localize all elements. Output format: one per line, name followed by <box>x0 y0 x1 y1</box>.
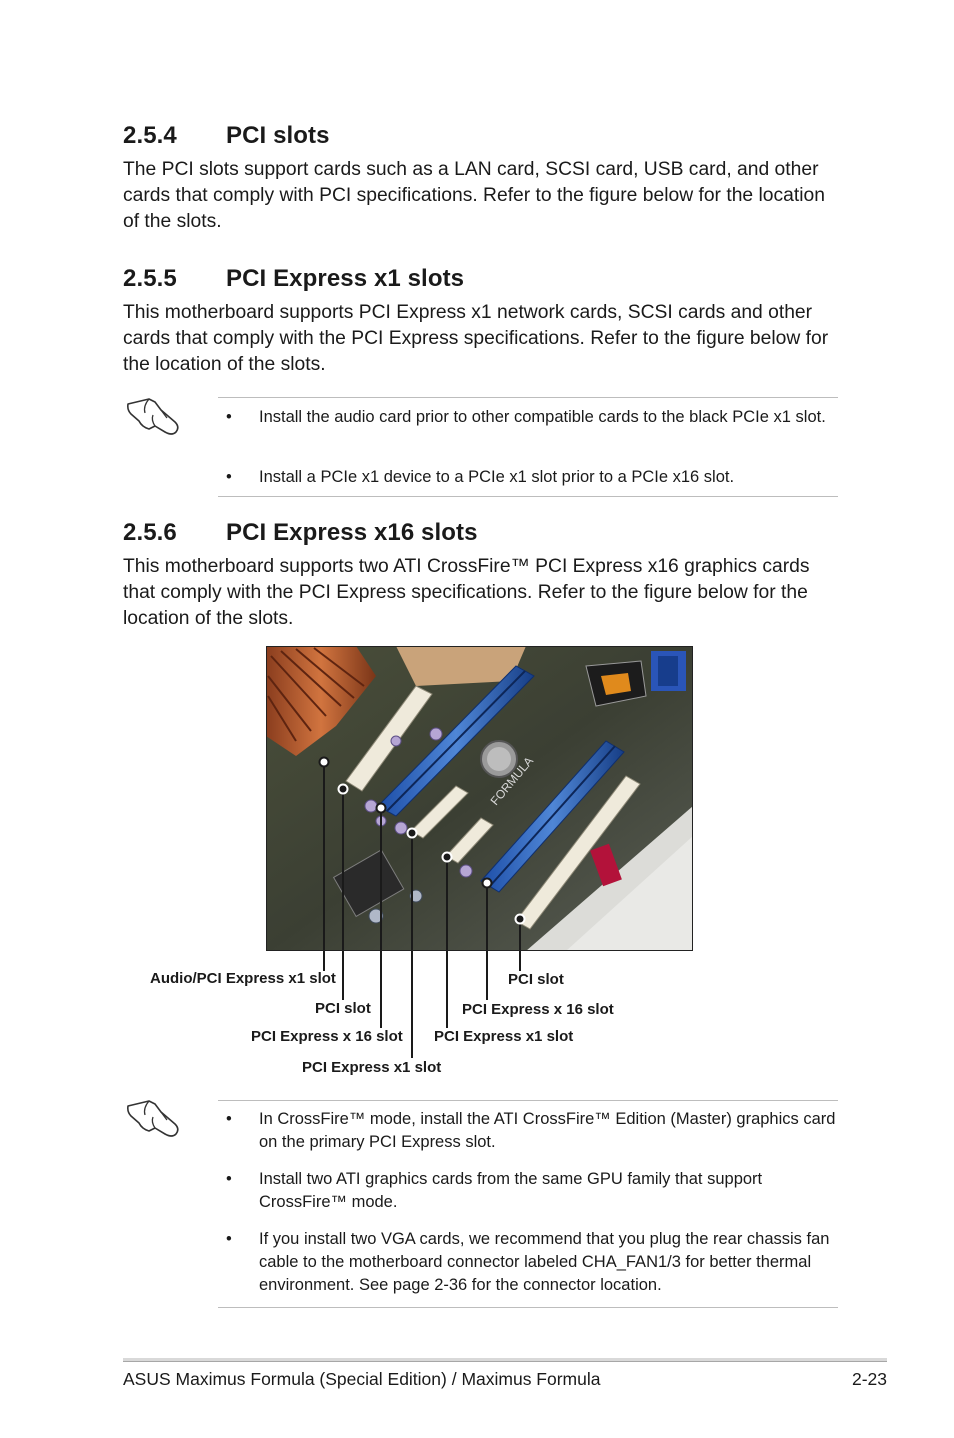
note-item: • Install two ATI graphics cards from th… <box>226 1170 763 1211</box>
section-title: PCI Express x1 slots <box>226 265 465 292</box>
note-bottom-rule <box>218 1307 838 1308</box>
label-pcie-x1-right: PCI Express x1 slot <box>434 1028 574 1045</box>
photo-frame <box>266 646 693 951</box>
note-item: • In CrossFire™ mode, install the ATI Cr… <box>226 1110 836 1151</box>
label-pcie-x16-left: PCI Express x 16 slot <box>251 1028 403 1045</box>
bullet: • <box>226 1170 232 1188</box>
section-body-2-5-4: The PCI slots support cards such as a LA… <box>123 159 825 232</box>
section-body-2-5-6: This motherboard supports two ATI CrossF… <box>123 556 810 629</box>
label-pci-slot-right: PCI slot <box>508 971 564 988</box>
label-pcie-x1-left: PCI Express x1 slot <box>302 1059 442 1076</box>
section-number: 2.5.5 <box>123 265 177 292</box>
label-pci-slot-left: PCI slot <box>315 1000 371 1017</box>
section-number: 2.5.4 <box>123 122 177 149</box>
section-title: PCI Express x16 slots <box>226 519 478 546</box>
label-pcie-x16-right: PCI Express x 16 slot <box>462 1001 614 1018</box>
pointing-hand-icon <box>127 398 179 435</box>
note-item: • If you install two VGA cards, we recom… <box>226 1230 830 1294</box>
footer-rule <box>123 1358 887 1362</box>
page-number: 2-23 <box>851 1369 887 1389</box>
section-title: PCI slots <box>226 122 330 149</box>
note-top-rule <box>218 397 838 398</box>
label-audio-pcie-x1: Audio/PCI Express x1 slot <box>150 970 336 987</box>
bullet: • <box>226 1230 232 1248</box>
section-body-2-5-5: This motherboard supports PCI Express x1… <box>123 302 829 375</box>
bullet: • <box>226 408 232 426</box>
pointing-hand-icon <box>127 1100 179 1137</box>
note-bottom-rule <box>218 496 838 497</box>
section-number: 2.5.6 <box>123 519 177 546</box>
callout-lines <box>318 756 526 1058</box>
motherboard-photo: FORMULA <box>266 646 693 951</box>
bullet: • <box>226 468 232 486</box>
note-item: • Install a PCIe x1 device to a PCIe x1 … <box>218 466 838 489</box>
footer-manual-title: ASUS Maximus Formula (Special Edition) /… <box>123 1369 601 1389</box>
note-top-rule <box>218 1100 838 1101</box>
note-item: • Install the audio card prior to other … <box>218 406 838 429</box>
bullet: • <box>226 1110 232 1128</box>
